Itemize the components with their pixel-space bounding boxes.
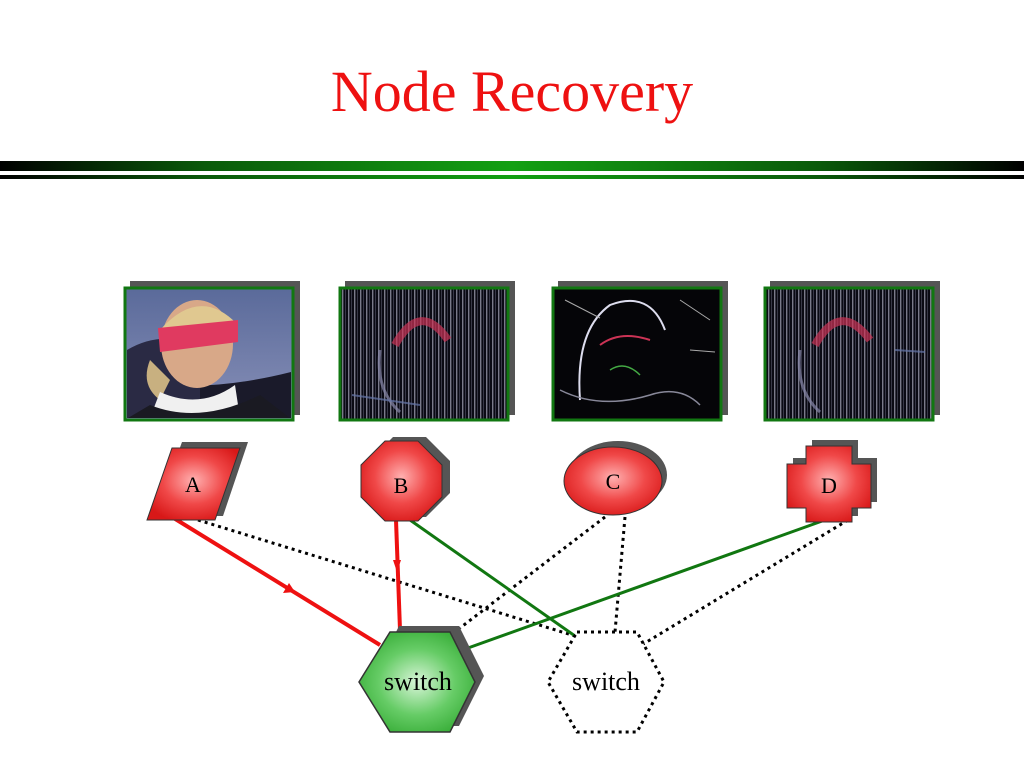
switch-active-label: switch	[384, 667, 452, 696]
video-frame-c	[551, 281, 728, 422]
backup-links	[409, 518, 826, 650]
node-a-label: A	[185, 472, 201, 497]
video-frame-a	[123, 281, 300, 422]
slide-title: Node Recovery	[330, 59, 694, 124]
arrow-from-b-icon	[393, 560, 401, 572]
node-c[interactable]: C	[563, 441, 667, 516]
title-divider-thick	[0, 161, 1024, 171]
node-c-label: C	[606, 469, 621, 494]
link-d-switch1	[467, 518, 826, 650]
video-frame-d	[763, 281, 940, 422]
arrow-to-a-icon	[283, 583, 295, 593]
node-d[interactable]: D	[786, 440, 877, 523]
switch-inactive[interactable]: switch	[546, 630, 666, 734]
node-b[interactable]: B	[360, 437, 450, 522]
link-b-switch2	[409, 518, 576, 638]
link-c-switch1	[459, 515, 606, 630]
node-b-label: B	[394, 473, 409, 498]
link-switch1-a	[170, 515, 382, 647]
video-frame-b	[338, 281, 515, 422]
link-a-switch2	[197, 518, 576, 638]
node-a[interactable]: A	[146, 442, 248, 521]
link-d-switch2	[639, 518, 849, 648]
title-divider-thin	[0, 175, 1024, 179]
switch-active[interactable]: switch	[358, 626, 484, 733]
inactive-links	[197, 515, 849, 648]
node-d-label: D	[821, 473, 837, 498]
link-c-switch2	[613, 516, 627, 633]
link-b-switch1	[394, 519, 402, 631]
active-links	[170, 515, 402, 647]
switch-inactive-label: switch	[572, 667, 640, 696]
